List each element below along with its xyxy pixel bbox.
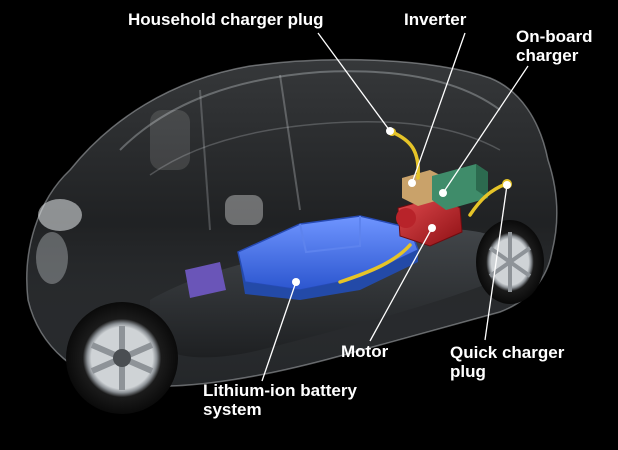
lithium-ion-battery-label: Lithium-ion battery system (203, 381, 357, 419)
leader-dots (292, 127, 511, 286)
front-wheel (66, 302, 178, 414)
leader-lines (261, 32, 529, 382)
onboard-charger (432, 164, 488, 210)
onboard-charger-label: On-board charger (516, 27, 593, 65)
inverter-label: Inverter (404, 10, 467, 29)
charging-cable (338, 130, 508, 284)
motor-label: Motor (341, 342, 389, 361)
rear-wheel (476, 220, 544, 304)
aux-battery (185, 262, 226, 298)
car-body (26, 58, 558, 388)
household-charger-plug-label: Household charger plug (128, 10, 324, 29)
quick-charger-plug-label: Quick charger plug (450, 343, 565, 381)
